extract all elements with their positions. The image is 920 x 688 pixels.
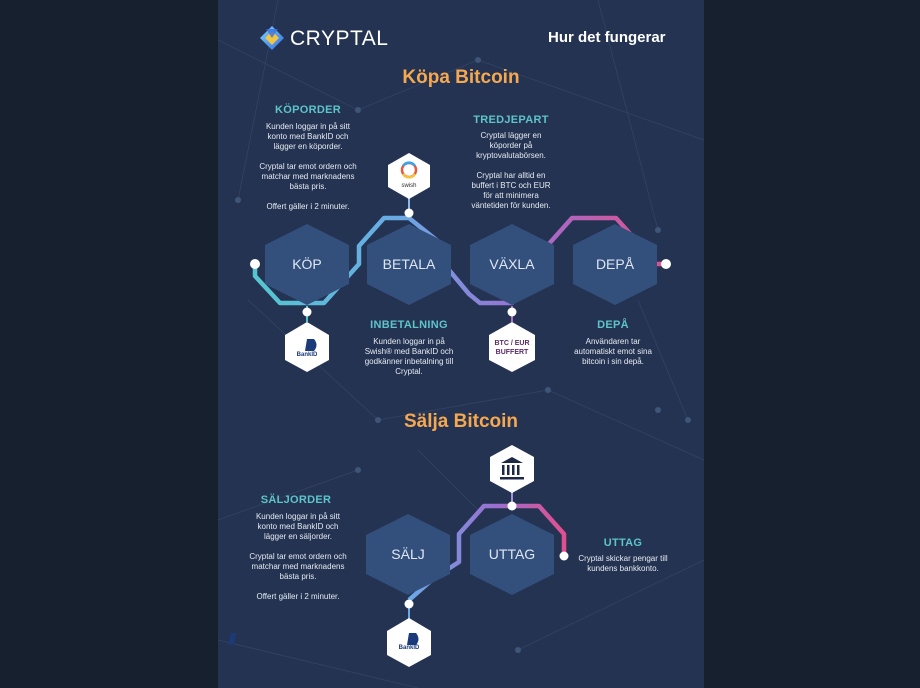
kop-paragraph: Cryptal tar emot ordern och matchar med … bbox=[259, 162, 357, 191]
buy-flow-line bbox=[252, 215, 666, 306]
tredjepart-paragraph: Cryptal har alltid en buffert i BTC och … bbox=[471, 171, 551, 210]
hex-salj bbox=[366, 514, 450, 595]
hex-vaxla bbox=[470, 224, 554, 305]
step-label-kop: KÖP bbox=[292, 256, 322, 272]
hex-depa bbox=[573, 224, 657, 305]
depa-paragraph: Användaren tar automatiskt emot sina bit… bbox=[574, 337, 652, 366]
buffer-node bbox=[507, 307, 517, 317]
bank-icon bbox=[500, 457, 524, 480]
buffer-label-line: BTC / EUR bbox=[494, 340, 530, 347]
saljorder-heading: SÄLJORDER bbox=[260, 494, 332, 506]
step-label-vaxla: VÄXLA bbox=[489, 256, 535, 272]
kop-paragraph: Offert gäller i 2 minuter. bbox=[266, 202, 350, 211]
hex-betala bbox=[367, 224, 451, 305]
diagram-graphics bbox=[218, 0, 704, 688]
uttag-heading: UTTAG bbox=[603, 537, 643, 549]
flow-end-node bbox=[661, 259, 671, 269]
hex-uttag bbox=[470, 514, 554, 595]
flow-start-node bbox=[250, 259, 260, 269]
header-title: Hur det fungerar bbox=[548, 29, 666, 46]
kop-paragraph: Kunden loggar in på sitt konto med BankI… bbox=[265, 122, 351, 151]
tredjepart-paragraph: Cryptal lägger en köporder på kryptovalu… bbox=[476, 131, 546, 160]
kop-heading: KÖPORDER bbox=[275, 104, 341, 116]
tredjepart-heading: TREDJEPART bbox=[473, 114, 549, 126]
bankid-icon bbox=[305, 339, 317, 351]
depa-text: Användaren tar automatiskt emot sina bit… bbox=[570, 337, 656, 377]
cryptal-logo-icon bbox=[260, 26, 284, 50]
hex-kop bbox=[265, 224, 349, 305]
depa-heading: DEPÅ bbox=[597, 319, 629, 331]
swish-node bbox=[404, 208, 414, 218]
swish-label: swish bbox=[401, 183, 417, 189]
bank-node bbox=[507, 501, 517, 511]
inbetalning-text: Kunden loggar in på Swish® med BankID oc… bbox=[364, 337, 454, 387]
step-label-salj: SÄLJ bbox=[391, 546, 425, 562]
bankid-node bbox=[302, 307, 312, 317]
bankid-icon-bottom bbox=[228, 633, 419, 645]
salj-start-node bbox=[404, 599, 414, 609]
buy-title: Köpa Bitcoin bbox=[402, 67, 520, 88]
step-label-depa: DEPÅ bbox=[595, 256, 635, 272]
brand-name: CRYPTAL bbox=[290, 27, 389, 50]
uttag-paragraph: Cryptal skickar pengar till kundens bank… bbox=[578, 554, 668, 573]
swish-icon bbox=[400, 161, 418, 179]
uttag-end-node bbox=[559, 551, 569, 561]
sell-title: Sälja Bitcoin bbox=[403, 411, 519, 432]
buffer-label-line: BUFFERT bbox=[495, 349, 529, 356]
inbetalning-heading: INBETALNING bbox=[370, 319, 448, 331]
background-nodes bbox=[235, 57, 691, 653]
saljorder-paragraph: Offert gäller i 2 minuter. bbox=[256, 592, 340, 601]
saljorder-paragraph: Cryptal tar emot ordern och matchar med … bbox=[249, 552, 347, 581]
step-label-uttag: UTTAG bbox=[488, 546, 536, 562]
bankid-label: BankID bbox=[296, 352, 318, 358]
bankid-label-bottom: BankID bbox=[398, 645, 420, 651]
step-label-betala: BETALA bbox=[382, 256, 436, 272]
inbetalning-paragraph: Kunden loggar in på Swish® med BankID oc… bbox=[364, 337, 454, 376]
buffer-label: BTC / EUR BUFFERT bbox=[487, 339, 537, 357]
infographic-poster: CRYPTAL Hur det fungerar Köpa Bitcoin Sä… bbox=[218, 0, 704, 688]
kop-text: Kunden loggar in på sitt konto med BankI… bbox=[258, 122, 358, 222]
uttag-text: Cryptal skickar pengar till kundens bank… bbox=[578, 554, 668, 584]
saljorder-paragraph: Kunden loggar in på sitt konto med BankI… bbox=[255, 512, 341, 541]
buffer-hex bbox=[489, 322, 535, 372]
saljorder-text: Kunden loggar in på sitt konto med BankI… bbox=[249, 512, 347, 612]
tredjepart-text: Cryptal lägger en köporder på kryptovalu… bbox=[466, 131, 556, 221]
